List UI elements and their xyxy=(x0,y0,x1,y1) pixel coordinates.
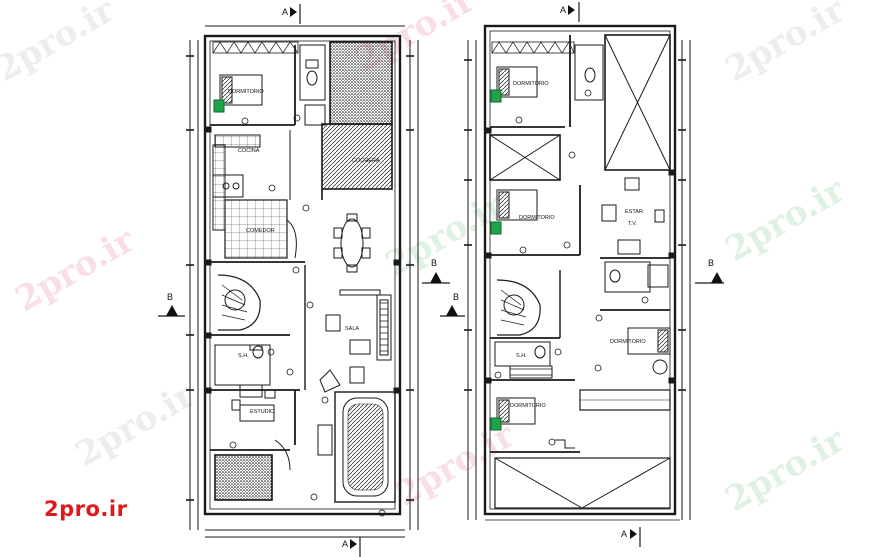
plan-right xyxy=(464,24,691,521)
section-label-a: A xyxy=(621,529,627,539)
section-label-b: B xyxy=(167,292,173,302)
room-label-living: SALA xyxy=(345,326,359,332)
room-label-bedroom-bottom: DORMITORIO xyxy=(510,403,546,409)
section-label-b: B xyxy=(453,292,459,302)
room-label-tv-room: ESTAR xyxy=(625,209,643,215)
room-label-study: ESTUDIO xyxy=(250,409,275,415)
section-label-a: A xyxy=(282,7,288,17)
room-label-garage: COCHERA xyxy=(352,158,380,164)
room-label-tv-room-sub: T.V. xyxy=(628,221,637,227)
room-label-bedroom-top: DORMITORIO xyxy=(513,81,549,87)
section-label-b: B xyxy=(431,258,437,268)
section-label-a: A xyxy=(342,539,348,549)
room-label-kitchen: COCINA xyxy=(238,148,260,154)
room-label-bedroom: DORMITORIO xyxy=(228,89,264,95)
section-arrows xyxy=(166,5,723,549)
room-label-bedroom-mid: DORMITORIO xyxy=(519,215,555,221)
section-label-a: A xyxy=(560,5,566,15)
room-label-bathroom: S.H. xyxy=(516,353,527,359)
site-logo: 2pro.ir xyxy=(44,497,128,521)
room-label-bathroom: S.H. xyxy=(238,353,249,359)
section-label-b: B xyxy=(708,258,714,268)
room-label-dining: COMEDOR xyxy=(246,228,275,234)
plan-left xyxy=(186,25,419,538)
room-label-bedroom-right: DORMITORIO xyxy=(610,339,646,345)
